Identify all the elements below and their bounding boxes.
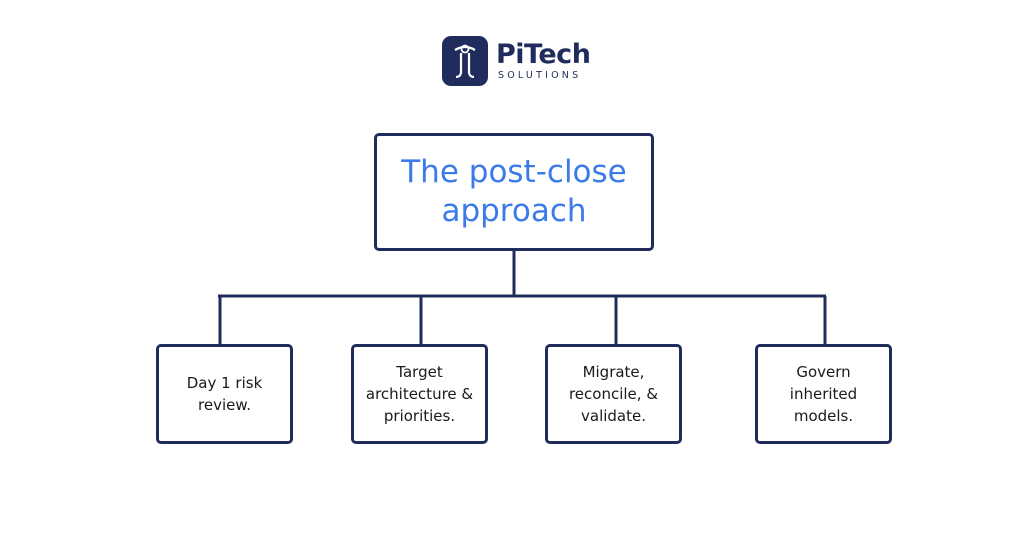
root-node: The post-close approach — [374, 133, 654, 251]
root-title: The post-close approach — [401, 154, 627, 229]
step-node-govern-models: Govern inherited models. — [755, 344, 892, 444]
step-label: Govern inherited models. — [789, 363, 858, 425]
pitech-logo-icon — [442, 36, 488, 86]
step-node-migrate-reconcile: Migrate, reconcile, & validate. — [545, 344, 682, 444]
logo-subtitle: SOLUTIONS — [498, 70, 582, 81]
step-label: Target architecture & priorities. — [365, 363, 474, 425]
logo-name: PiTech — [496, 39, 591, 70]
step-label: Migrate, reconcile, & validate. — [568, 363, 659, 425]
pitech-logo: PiTech SOLUTIONS — [442, 36, 591, 86]
step-label: Day 1 risk review. — [186, 374, 263, 414]
step-node-day1-risk-review: Day 1 risk review. — [156, 344, 293, 444]
logo-text: PiTech SOLUTIONS — [496, 39, 591, 82]
step-node-target-architecture: Target architecture & priorities. — [351, 344, 488, 444]
